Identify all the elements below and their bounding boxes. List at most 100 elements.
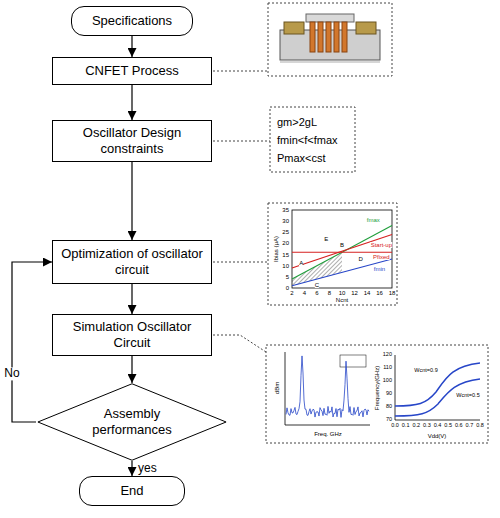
tick-label: 0 [286, 285, 289, 291]
diamond-shape [38, 384, 226, 460]
callout-frame [268, 3, 392, 76]
flow-arrow [131, 461, 132, 476]
curve-label: D [359, 256, 363, 262]
tick-label: 4 [303, 290, 306, 296]
curve-label: fmin [374, 266, 385, 272]
process-box: Simulation Oscillator Circuit [52, 314, 212, 356]
curve-label: Wcnt=0.9 [414, 368, 437, 374]
tick-label: 8 [328, 290, 331, 296]
gate-electrode [306, 14, 354, 22]
tick-label: 70 [386, 417, 392, 423]
flow-arrow [131, 85, 132, 120]
source-contact [284, 22, 304, 34]
tick-label: 0.8 [476, 423, 484, 429]
process-box: CNFET Process [52, 57, 212, 85]
tick-label: 0.7 [466, 423, 474, 429]
tick-label: 14 [364, 290, 371, 296]
fmax-line [292, 226, 392, 280]
design-constraint: gm>2gL [277, 117, 317, 128]
callout-frame [266, 345, 488, 443]
node-text: Simulation Oscillator Circuit [60, 319, 204, 350]
nanotube [342, 22, 347, 52]
tick-label: 15 [282, 252, 289, 258]
axis-label: Freq. GHz [314, 431, 342, 437]
flow-arrow [131, 356, 132, 383]
leader-line [213, 335, 266, 352]
leader-line [213, 262, 268, 263]
flow-arrow [131, 162, 132, 240]
leader-line [213, 71, 268, 72]
node-text: Assembly performances [78, 406, 186, 437]
node-text: Optimization of oscillator circuit [60, 246, 204, 277]
edge-label: yes [137, 462, 158, 475]
decision-text-holder: Assembly performances [78, 406, 186, 437]
decision-diamond: Assembly performances [36, 383, 228, 461]
design-constraint: fmin<f<fmax [277, 135, 338, 146]
chart-axes [395, 355, 480, 420]
process-box: Oscillator Design constraints [52, 120, 212, 162]
tick-label: 10 [339, 290, 346, 296]
chart-axes [285, 352, 370, 425]
chart-inset-legend [340, 355, 366, 367]
tick-label: 16 [376, 290, 383, 296]
tick-label: 110 [383, 365, 392, 371]
tick-label: 20 [282, 240, 289, 246]
tick-label: 10 [282, 263, 289, 269]
spectrum-trace [286, 356, 369, 417]
fmin-line [292, 259, 392, 286]
tick-label: 0.4 [434, 423, 442, 429]
tick-label: 2 [290, 290, 293, 296]
dimension-line [280, 62, 380, 63]
design-constraint: Pmax<cst [277, 153, 326, 164]
nanotube [318, 22, 323, 52]
axis-label: dBm [274, 382, 280, 394]
nanotube [310, 22, 315, 52]
callout-frame [270, 107, 355, 172]
drain-contact [356, 22, 376, 34]
node-text: CNFET Process [85, 63, 179, 79]
curve-label: Pfixed [373, 254, 390, 260]
nanotube [326, 22, 331, 52]
tick-label: 0.3 [423, 423, 431, 429]
callout-frame [268, 203, 397, 305]
curve-label: Wcnt=0.5 [456, 393, 479, 399]
node-text: Specifications [92, 13, 172, 29]
axis-label: Frequency(GHz) [374, 366, 380, 410]
node-text: End [120, 483, 143, 499]
chart-axes [292, 210, 392, 288]
tick-label: 6 [315, 290, 318, 296]
tick-label: 0.5 [444, 423, 452, 429]
tick-label: 0.1 [402, 423, 410, 429]
edge-label: No [3, 367, 20, 380]
tick-label: 25 [282, 229, 289, 235]
nanotube [334, 22, 339, 52]
tick-label: 30 [282, 218, 289, 224]
tick-label: 80 [386, 404, 392, 410]
tick-label: 90 [386, 391, 392, 397]
tick-label: 12 [351, 290, 358, 296]
node-text: Oscillator Design constraints [60, 125, 204, 156]
process-box: Optimization of oscillator circuit [52, 240, 212, 284]
terminal-box: End [79, 476, 185, 506]
tick-label: 120 [383, 352, 392, 358]
terminal-box: Specifications [71, 6, 193, 36]
tick-label: 0.6 [455, 423, 463, 429]
pfixed-line [292, 252, 392, 253]
curve-label: B [340, 242, 344, 248]
tick-label: 5 [286, 274, 289, 280]
frequency-curve [395, 363, 480, 406]
start-up-region [292, 252, 342, 285]
axis-label: Ibias (µA) [273, 236, 279, 262]
curve-label: C [315, 282, 319, 288]
tick-label: 18 [389, 290, 396, 296]
tick-label: 0.2 [412, 423, 420, 429]
tick-label: 0.0 [391, 423, 399, 429]
axis-label: Ncnt [336, 297, 348, 303]
leader-line [213, 141, 270, 142]
tick-label: 35 [282, 207, 289, 213]
tick-label: 100 [383, 378, 392, 384]
curve-label: A [299, 260, 303, 266]
axis-label: Vdd(V) [428, 433, 447, 439]
frequency-curve [395, 379, 480, 416]
